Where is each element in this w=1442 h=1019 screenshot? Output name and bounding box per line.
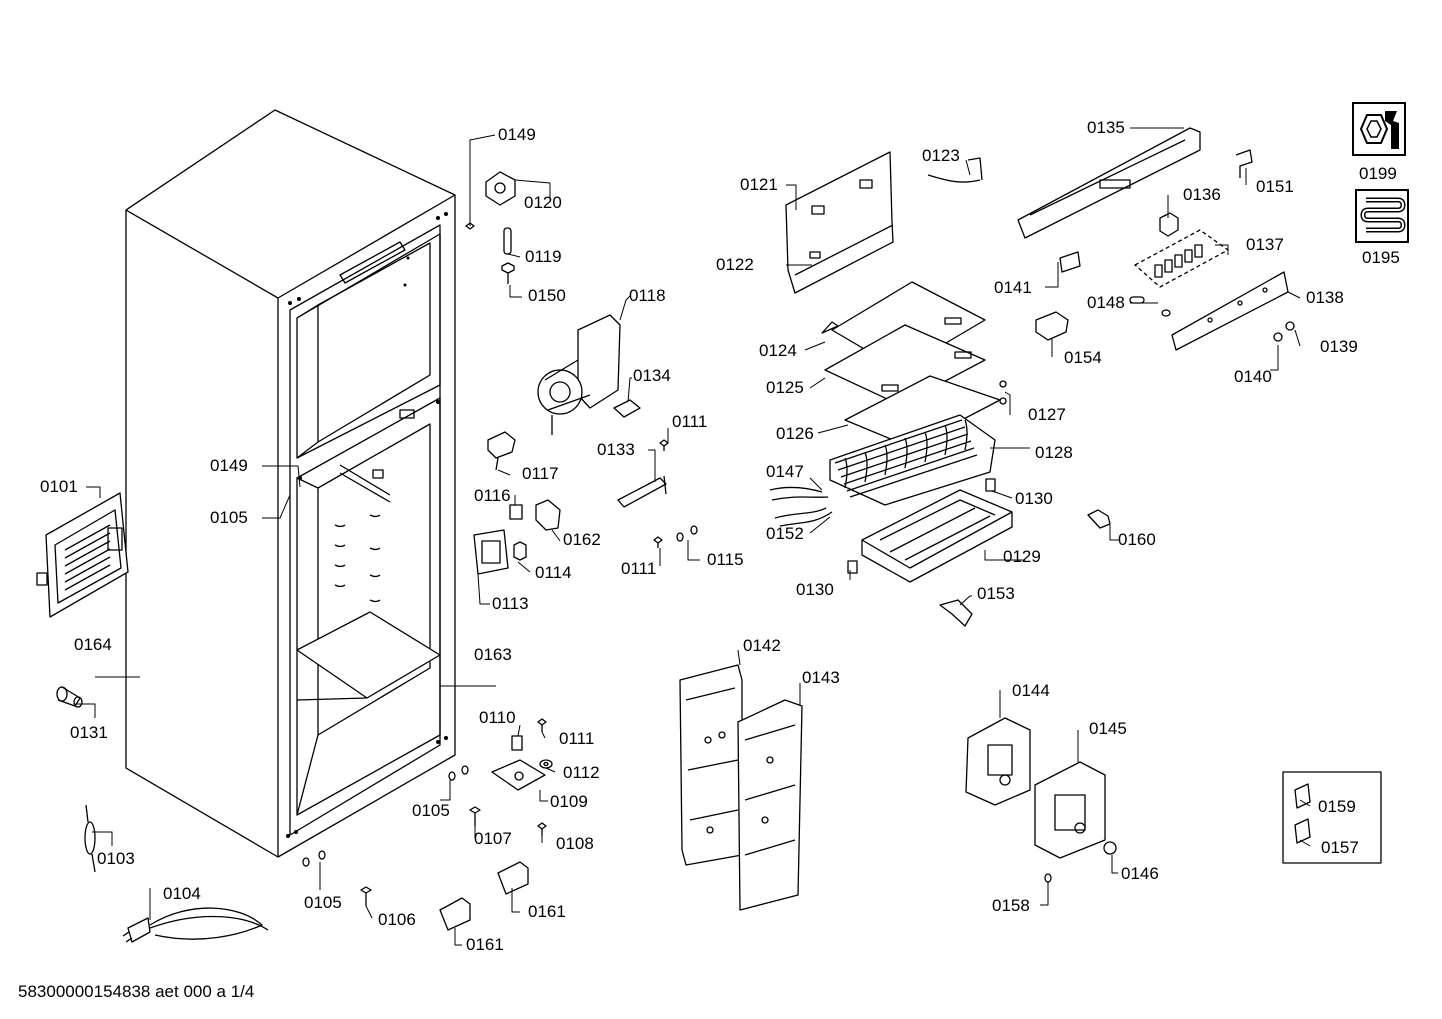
part-label-0141[interactable]: 0141 <box>994 278 1032 297</box>
part-label-0130[interactable]: 0130 <box>1015 489 1053 508</box>
part-label-0107[interactable]: 0107 <box>474 829 512 848</box>
part-label-0125[interactable]: 0125 <box>766 378 804 397</box>
air-duct-covers <box>679 664 803 911</box>
part-label-0159[interactable]: 0159 <box>1318 797 1356 816</box>
part-label-0103[interactable]: 0103 <box>97 849 135 868</box>
lower-hinge-parts <box>302 718 553 931</box>
part-label-0120[interactable]: 0120 <box>524 193 562 212</box>
part-label-0115[interactable]: 0115 <box>707 550 744 569</box>
part-label-0138[interactable]: 0138 <box>1306 288 1344 307</box>
part-label-0121[interactable]: 0121 <box>740 175 778 194</box>
part-label-0145[interactable]: 0145 <box>1089 719 1127 738</box>
part-label-0128[interactable]: 0128 <box>1035 443 1073 462</box>
part-label-0104[interactable]: 0104 <box>163 884 201 903</box>
part-label-0123[interactable]: 0123 <box>922 146 960 165</box>
part-label-0160[interactable]: 0160 <box>1118 530 1156 549</box>
part-label-0105[interactable]: 0105 <box>210 508 248 527</box>
part-label-0114[interactable]: 0114 <box>535 563 572 582</box>
part-label-0105[interactable]: 0105 <box>304 893 342 912</box>
evaporator-assembly <box>769 151 1111 627</box>
part-label-0111[interactable]: 0111 <box>559 729 595 748</box>
part-0104-power-cord <box>122 907 269 943</box>
part-label-0113[interactable]: 0113 <box>492 594 529 613</box>
leader-lines <box>75 127 1311 946</box>
part-label-0134[interactable]: 0134 <box>633 366 671 385</box>
part-label-0142[interactable]: 0142 <box>743 636 781 655</box>
part-label-0112[interactable]: 0112 <box>563 763 600 782</box>
part-label-0163[interactable]: 0163 <box>474 645 512 664</box>
part-label-0110[interactable]: 0110 <box>479 708 516 727</box>
part-label-0119[interactable]: 0119 <box>525 247 562 266</box>
part-label-0131[interactable]: 0131 <box>70 723 108 742</box>
part-label-0105[interactable]: 0105 <box>412 801 450 820</box>
part-label-0106[interactable]: 0106 <box>378 910 416 929</box>
part-label-0199[interactable]: 0199 <box>1359 164 1397 183</box>
lamp-housing-parts <box>965 717 1117 883</box>
part-label-0162[interactable]: 0162 <box>563 530 601 549</box>
part-label-0151[interactable]: 0151 <box>1256 177 1294 196</box>
part-label-0139[interactable]: 0139 <box>1320 337 1358 356</box>
part-label-0126[interactable]: 0126 <box>776 424 814 443</box>
part-label-0129[interactable]: 0129 <box>1003 547 1041 566</box>
part-label-0147[interactable]: 0147 <box>766 462 804 481</box>
part-0131-cylinder <box>56 686 83 708</box>
part-label-0117[interactable]: 0117 <box>522 464 559 483</box>
part-label-0152[interactable]: 0152 <box>766 524 804 543</box>
part-label-0154[interactable]: 0154 <box>1064 348 1102 367</box>
part-label-0122[interactable]: 0122 <box>716 255 754 274</box>
part-label-0161[interactable]: 0161 <box>466 935 504 954</box>
hinge-parts-column <box>465 171 698 575</box>
part-label-0133[interactable]: 0133 <box>597 440 635 459</box>
part-label-0146[interactable]: 0146 <box>1121 864 1159 883</box>
part-label-0137[interactable]: 0137 <box>1246 235 1284 254</box>
part-label-0127[interactable]: 0127 <box>1028 405 1066 424</box>
compressor-cover-plate <box>36 492 129 618</box>
part-label-0130[interactable]: 0130 <box>796 580 834 599</box>
part-label-0148[interactable]: 0148 <box>1087 293 1125 312</box>
evaporator-coil <box>829 414 996 506</box>
wrench-nut-icon[interactable] <box>1352 102 1406 156</box>
part-label-0149[interactable]: 0149 <box>498 125 536 144</box>
part-label-0140[interactable]: 0140 <box>1234 367 1272 386</box>
part-label-0153[interactable]: 0153 <box>977 584 1015 603</box>
control-panel-parts <box>1017 127 1295 351</box>
refrigerator-cabinet <box>125 109 456 858</box>
part-label-0101[interactable]: 0101 <box>40 477 78 496</box>
part-label-0143[interactable]: 0143 <box>802 668 840 687</box>
part-label-0108[interactable]: 0108 <box>556 834 594 853</box>
part-label-0144[interactable]: 0144 <box>1012 681 1050 700</box>
part-label-0161[interactable]: 0161 <box>528 902 566 921</box>
part-label-0124[interactable]: 0124 <box>759 341 797 360</box>
part-label-0195[interactable]: 0195 <box>1362 248 1400 267</box>
part-label-0164[interactable]: 0164 <box>74 635 112 654</box>
part-label-0118[interactable]: 0118 <box>629 286 666 305</box>
part-label-0135[interactable]: 0135 <box>1087 118 1125 137</box>
part-label-0111[interactable]: 0111 <box>621 559 657 578</box>
part-label-0116[interactable]: 0116 <box>474 486 511 505</box>
part-label-0109[interactable]: 0109 <box>550 792 588 811</box>
part-label-0150[interactable]: 0150 <box>528 286 566 305</box>
part-label-0136[interactable]: 0136 <box>1183 185 1221 204</box>
part-label-0157[interactable]: 0157 <box>1321 838 1359 857</box>
heater-coil-icon[interactable] <box>1355 189 1409 243</box>
part-label-0158[interactable]: 0158 <box>992 896 1030 915</box>
part-0103-fuse <box>84 804 96 873</box>
part-label-0111[interactable]: 0111 <box>672 412 708 431</box>
part-label-0149[interactable]: 0149 <box>210 456 248 475</box>
drawing-number: 58300000154838 aet 000 a 1/4 <box>18 982 255 1001</box>
inset-box <box>1282 771 1382 864</box>
